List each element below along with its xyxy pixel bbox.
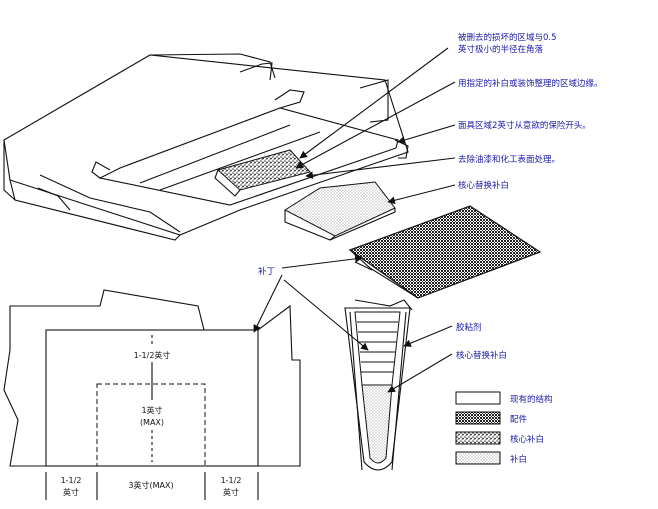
legend: 现有的结构 配件 核心补白 补白 [455,391,553,465]
wing-panel [3,53,409,241]
callout-patch: 补丁 [258,266,275,277]
dim-bottom-left-line1: 1-1/2 [61,476,82,485]
legend-swatch-repair-part [455,411,501,425]
legend-swatch-filler [455,451,501,465]
cross-section [344,299,413,471]
legend-swatch-existing-structure [455,391,501,405]
legend-label-core-filler: 核心补白 [510,434,544,445]
patch-plate [348,205,542,299]
callout-core-filler-top: 核心替换补白 [458,180,509,191]
leader-lines [253,47,456,393]
dim-inner-line2: (MAX) [140,418,164,427]
callout-removed-area-line1: 被删去的损坏的区域与0.5 [458,32,557,43]
core-filler-block [283,181,396,241]
dim-top-width: 1-1/2英寸 [134,350,171,360]
dim-bottom-right-line1: 1-1/2 [221,476,242,485]
callout-core-filler-bottom: 核心替换补白 [456,350,507,361]
dim-inner-line1: 1英寸 [141,405,162,415]
dim-bottom-left-line2: 英寸 [63,487,79,497]
callout-removed-area-line2: 英寸极小的半径在角落 [458,44,544,55]
legend-label-repair-part: 配件 [510,414,528,425]
dim-bottom-mid: 3英寸(MAX) [128,480,173,490]
dim-bottom-right-line2: 英寸 [223,487,239,497]
callout-adhesive: 胶粘剂 [456,322,482,333]
callout-mask-area: 面具区域2英寸从意欲的保险开头。 [458,120,591,131]
legend-label-filler: 补白 [510,454,527,465]
plan-view [3,289,301,500]
legend-label-existing-structure: 现有的结构 [510,394,553,405]
callout-edge-finish: 用指定的补白或装饰整理的区域边缘。 [458,78,603,89]
callout-remove-paint: 去除油漆和化工表面处理。 [458,154,560,165]
legend-swatch-core-filler [455,431,501,445]
